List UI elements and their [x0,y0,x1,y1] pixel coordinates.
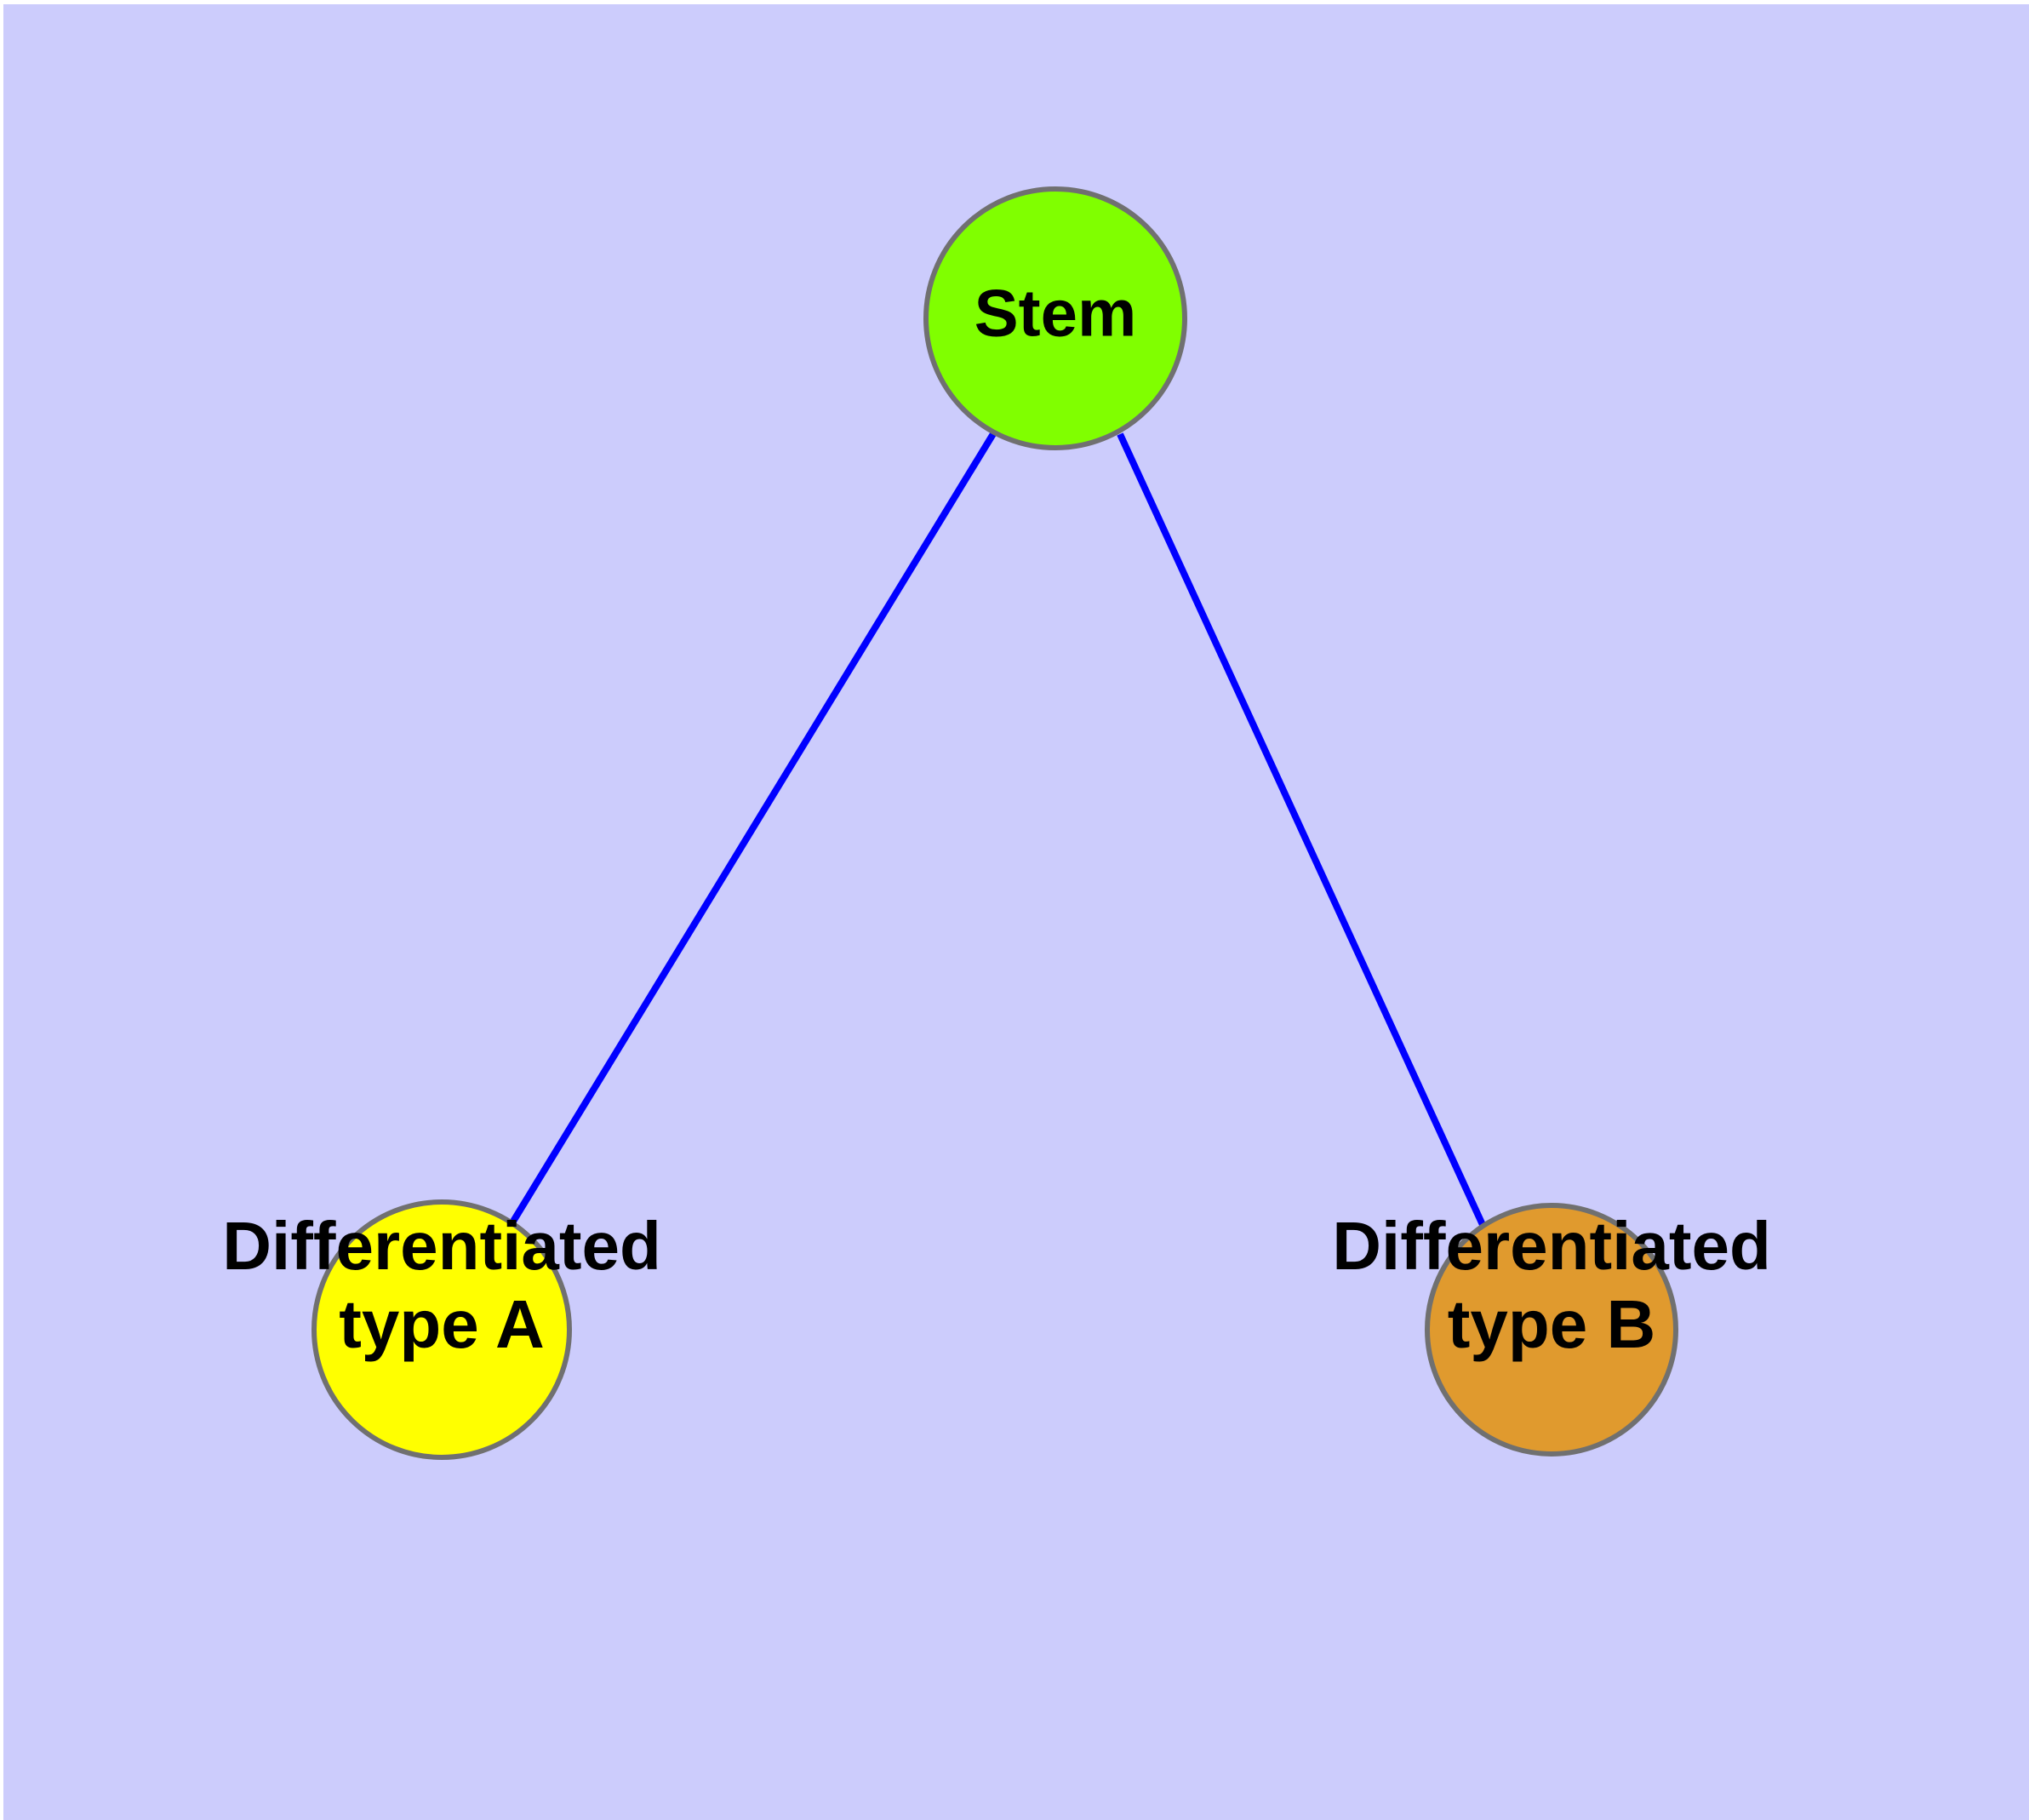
node-label-diff_b-line-2: type B [1448,1286,1656,1362]
edges-layer [508,430,1487,1228]
node-circle-diff_a[interactable] [311,1199,572,1460]
node-circle-stem[interactable] [923,186,1187,450]
graph-edge-stem-to-diff_a[interactable] [508,430,997,1227]
node-circle-diff_b[interactable] [1425,1203,1678,1457]
node-label-diff_a-line-1: Differentiated [222,1208,661,1284]
graph-edge-stem-to-diff_b[interactable] [1117,432,1487,1228]
node-label-diff_b-line-1: Differentiated [1332,1208,1771,1284]
node-label-stem-line-1: Stem [974,276,1137,351]
graph-node-stem[interactable]: Stem [923,186,1187,450]
node-label-diff_a-line-2: type A [339,1286,545,1362]
